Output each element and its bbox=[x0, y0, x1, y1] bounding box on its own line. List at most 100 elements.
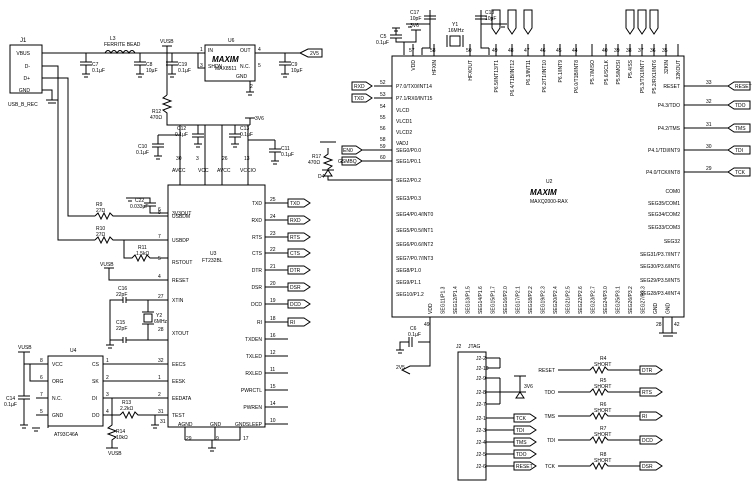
u2-right-pin: SEG29/P3.5/INT5 bbox=[640, 278, 680, 284]
u2-bottom-pin: SEG27/P3.3 bbox=[641, 286, 647, 314]
svg-text:U3: U3 bbox=[210, 251, 217, 257]
svg-text:CS: CS bbox=[92, 362, 100, 368]
svg-text:2V5: 2V5 bbox=[396, 365, 405, 371]
u2-left-pin: P7.1/RX0/INT15 bbox=[396, 96, 433, 102]
u2-top-pin: P5.5/MOSI bbox=[616, 60, 622, 84]
j2-pin: J2-6 bbox=[476, 464, 486, 470]
u2-right-pin-num: 29 bbox=[706, 166, 712, 172]
u3-left-pin: USBDM bbox=[172, 214, 190, 220]
svg-text:5: 5 bbox=[258, 63, 261, 69]
usb-uart-u3: U3 FT232BL AVCC VCC AVCC VCCIO 30 3 26 1… bbox=[158, 156, 288, 452]
svg-text:U6: U6 bbox=[228, 38, 235, 44]
u2-top-pin-num: 37 bbox=[638, 48, 644, 54]
capacitor-c17: C17 10pF bbox=[406, 10, 436, 28]
net-flag-label: TDO bbox=[735, 103, 746, 109]
u2-bottom-pin: SEG16/P2.0 bbox=[503, 286, 509, 314]
svg-text:ORG: ORG bbox=[52, 379, 64, 385]
u2-bottom-pin: SEG19/P2.3 bbox=[541, 286, 547, 314]
svg-text:R14: R14 bbox=[116, 429, 125, 435]
svg-text:10pF: 10pF bbox=[410, 16, 421, 22]
u2-left-pin: VADJ bbox=[396, 141, 409, 147]
capacitor-c11: C11 0.1µF bbox=[248, 139, 294, 165]
u2-left-pin-num: 53 bbox=[380, 92, 386, 98]
net-flag bbox=[639, 365, 663, 375]
u3-left-pin-num: 2 bbox=[158, 392, 161, 398]
svg-text:27Ω: 27Ω bbox=[96, 208, 106, 214]
u3-right-pin: DSR bbox=[251, 285, 262, 291]
net-flag-label: DCD bbox=[642, 438, 653, 444]
u2-top-pin: P6.3/INT11 bbox=[526, 60, 532, 85]
svg-text:0.1µF: 0.1µF bbox=[92, 68, 105, 74]
u2-right-pin: P4.3/TDO bbox=[658, 103, 680, 109]
u3-right-pin-num: 10 bbox=[270, 418, 276, 424]
svg-text:FERRITE BEAD: FERRITE BEAD bbox=[104, 42, 141, 48]
net-flag-label: TXD bbox=[290, 201, 300, 207]
short-left-label: TMS bbox=[544, 414, 555, 420]
net-arrow bbox=[491, 9, 501, 35]
u2-bottom-pin: SEG23/P2.7 bbox=[591, 286, 597, 314]
u2-top-pin: HFXIN bbox=[432, 60, 438, 75]
u2-right-pin: SEG35/COM1 bbox=[648, 201, 680, 207]
j2-pin: J2-2 bbox=[476, 356, 486, 362]
u3-right-pin-num: 21 bbox=[270, 264, 276, 270]
u2-right-pin: COM0 bbox=[666, 189, 681, 195]
u3-left-pin: EECS bbox=[172, 362, 186, 368]
svg-text:FT232BL: FT232BL bbox=[202, 258, 223, 264]
u3-left-pin-num: 32 bbox=[158, 358, 164, 364]
u3-right-pin-num: 11 bbox=[270, 367, 275, 373]
u2-left-pin: P7.0/TX0/INT14 bbox=[396, 84, 432, 90]
svg-text:10µF: 10µF bbox=[146, 68, 158, 74]
u2-right-pin-num: 30 bbox=[706, 144, 712, 150]
u3-right-pin: PWRCTL bbox=[241, 388, 262, 394]
short-ref: R6 bbox=[600, 402, 607, 408]
u2-bottom-pin: GND bbox=[666, 303, 672, 315]
u2-top-pin-num: 50 bbox=[466, 48, 472, 54]
svg-text:17: 17 bbox=[243, 436, 249, 442]
u2-top-pin: P6.4/T1B/INT12 bbox=[510, 60, 516, 96]
crystal-y2: Y2 6MHz bbox=[142, 299, 168, 341]
svg-text:R13: R13 bbox=[122, 400, 131, 406]
short-value: SHORT bbox=[594, 432, 611, 438]
led-d4: R17 470Ω D4 bbox=[308, 141, 392, 181]
j2-pin: J2-10 bbox=[476, 366, 489, 372]
svg-text:VBUS: VBUS bbox=[16, 51, 30, 57]
svg-text:JTAG: JTAG bbox=[468, 344, 481, 350]
svg-text:1: 1 bbox=[200, 47, 203, 53]
u3-left-pin-num: 4 bbox=[158, 274, 161, 280]
svg-text:3V6: 3V6 bbox=[524, 384, 533, 390]
net-flag-label: DTR bbox=[290, 268, 301, 274]
svg-text:4: 4 bbox=[106, 409, 109, 415]
u2-left-pin: SEG6/P0.6/INT2 bbox=[396, 242, 433, 248]
svg-text:C13: C13 bbox=[240, 126, 249, 132]
net-arrow bbox=[523, 9, 533, 35]
svg-text:U4: U4 bbox=[70, 348, 77, 354]
svg-text:2.2kΩ: 2.2kΩ bbox=[120, 406, 133, 412]
u3-left-pin-num: 5 bbox=[158, 256, 161, 262]
j2-pin: J2-5 bbox=[476, 452, 486, 458]
net-flag-label: TCK bbox=[516, 416, 527, 422]
u2-left-pin: VLCD2 bbox=[396, 130, 412, 136]
resistor-r13: R13 2.2kΩ bbox=[119, 400, 168, 420]
u3-left-pin: USBDP bbox=[172, 238, 190, 244]
u3-right-pin-num: 24 bbox=[270, 214, 276, 220]
svg-text:AVCC: AVCC bbox=[217, 168, 231, 174]
net-flag-label: RTS bbox=[290, 235, 301, 241]
u2-right-pin: P4.1/TDI/INT9 bbox=[648, 148, 680, 154]
u2-bottom-pin: GND bbox=[653, 303, 659, 315]
short-value: SHORT bbox=[594, 384, 611, 390]
u3-right-pin: RTS bbox=[252, 235, 263, 241]
svg-text:GND: GND bbox=[235, 422, 247, 428]
resistor-r14: R14 10kΩ VUSB bbox=[106, 398, 128, 457]
net-flag-label: RXD bbox=[290, 218, 301, 224]
net-flag bbox=[513, 461, 537, 471]
capacitor-c15: C15 22pF bbox=[110, 320, 148, 343]
svg-text:C5: C5 bbox=[380, 34, 387, 40]
u2-left-pin-num: 55 bbox=[380, 115, 386, 121]
svg-text:C8: C8 bbox=[146, 62, 153, 68]
svg-text:AGND: AGND bbox=[178, 422, 193, 428]
u2-bottom-pin-num: 49 bbox=[424, 322, 430, 328]
u2-right-pin: SEG30/P3.6/INT6 bbox=[640, 264, 680, 270]
svg-text:C19: C19 bbox=[178, 62, 187, 68]
svg-text:AVCC: AVCC bbox=[172, 168, 186, 174]
